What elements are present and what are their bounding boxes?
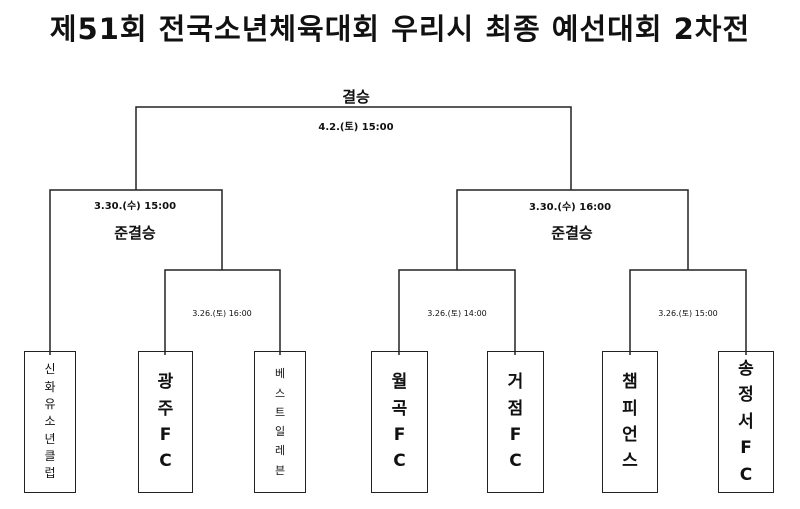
qf2-bracket-line [398,269,516,355]
team-char: F [159,425,172,445]
team-char: 언 [622,425,638,445]
team-char: 일 [274,425,286,438]
team-char: 스 [274,386,286,400]
team-char: 스 [622,451,638,472]
qf1-time: 3.26.(토) 16:00 [192,309,252,318]
qf1-bracket-line [164,269,281,355]
team-box: 거 점 F C [487,351,544,493]
qf3-time: 3.26.(토) 15:00 [658,309,718,318]
page-title: 제51회 전국소년체육대회 우리시 최종 예선대회 2차전 [49,12,751,46]
team-char: 월 [391,372,408,393]
team-char: 피 [622,398,638,419]
team-char: 레 [274,444,286,458]
semi-left-time: 3.30.(수) 15:00 [93,201,177,212]
team-char: 화 [44,379,56,394]
team-char: 유 [44,396,56,411]
team-char: 정 [738,385,754,406]
team-char: 점 [507,398,524,419]
team-char: 클 [44,449,56,464]
semi-right-bracket-line [456,189,689,270]
team-char: 븐 [274,463,286,477]
team-box: 광 주 F C [138,351,193,493]
team-char: 챔 [622,372,638,393]
team-char: 서 [738,411,754,432]
team-box: 베 스 트 일 레 븐 [254,351,306,493]
final-bracket-line [135,106,572,190]
team-char: 소 [44,414,56,429]
team-char: 송 [738,359,754,380]
team-char: C [739,464,753,485]
team-char: 거 [507,372,524,393]
qf3-bracket-line [629,269,747,355]
team-char: 광 [157,372,174,393]
team-char: 베 [274,367,286,381]
team-char: C [159,451,172,472]
team-box: 송 정 서 F C [718,351,774,493]
semi-right-label: 준결승 [551,224,593,242]
semi-left-label: 준결승 [114,224,156,242]
team-char: 트 [274,405,286,419]
team-char: 주 [157,398,174,419]
team-char: F [509,425,522,445]
qf2-time: 3.26.(토) 14:00 [427,309,487,318]
final-label: 결승 [342,88,370,106]
team-char: F [740,438,752,459]
semi-right-time: 3.30.(수) 16:00 [528,202,612,213]
team-box: 챔 피 언 스 [602,351,658,493]
team-box: 월 곡 F C [371,351,428,493]
team-char: 럽 [44,466,56,481]
team-char: C [509,451,522,472]
team-char: 년 [44,431,56,446]
semi-left-bracket-line [49,189,223,355]
team-char: F [393,425,406,445]
team-char: C [393,451,406,472]
team-char: 곡 [391,398,408,419]
team-char: 신 [44,362,56,377]
team-box: 신 화 유 소 년 클 럽 [24,351,76,493]
final-time: 4.2.(토) 15:00 [318,122,394,133]
